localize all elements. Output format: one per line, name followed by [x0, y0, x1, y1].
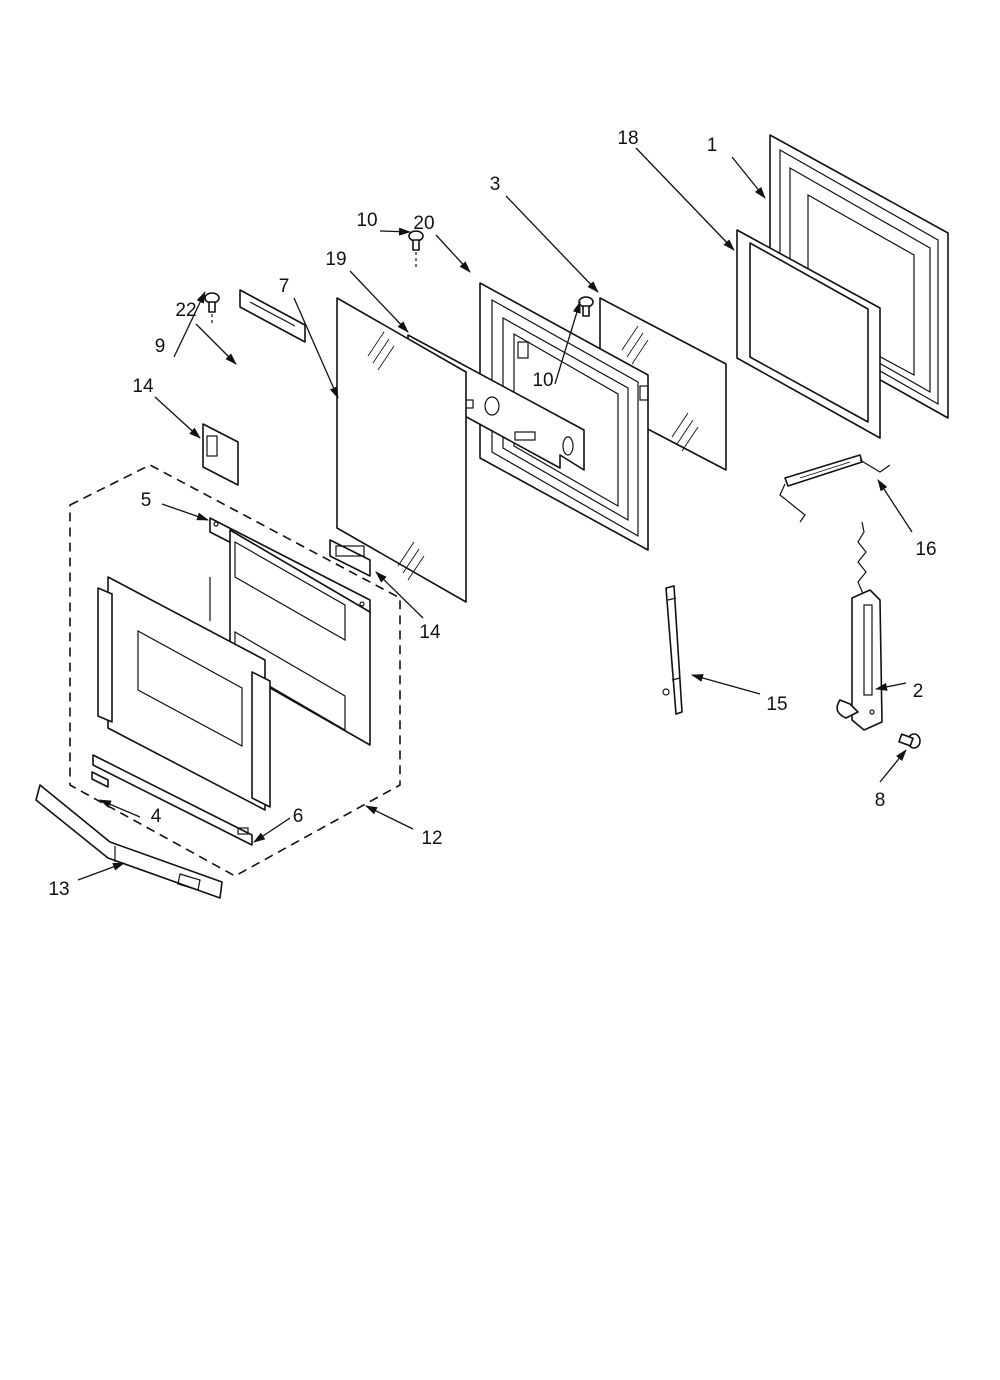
leader-1 — [731, 156, 766, 199]
callout-6: 6 — [293, 806, 304, 827]
callout-2: 2 — [913, 681, 924, 702]
leader-10b — [554, 301, 581, 385]
part-18-door-frame — [736, 229, 881, 439]
callout-10b: 10 — [532, 370, 553, 391]
leader-19 — [349, 270, 409, 333]
leader-13 — [77, 862, 125, 881]
leader-4 — [99, 799, 141, 818]
leader-20 — [435, 234, 471, 273]
leader-12 — [365, 805, 414, 830]
callout-8: 8 — [875, 790, 886, 811]
callout-10a: 10 — [356, 210, 377, 231]
part-4-spacer — [91, 771, 109, 788]
leader-6 — [253, 817, 291, 843]
leader-2 — [875, 682, 907, 691]
leader-15 — [691, 674, 761, 695]
part-14-hinge-block-left — [202, 423, 239, 486]
callout-3: 3 — [490, 174, 501, 195]
part-6-bottom-channel — [92, 754, 253, 846]
callout-19: 19 — [325, 249, 346, 270]
part-16-wire-bracket — [779, 454, 891, 523]
leader-8 — [879, 749, 907, 783]
callout-1: 1 — [707, 135, 718, 156]
part-15-rod — [662, 585, 683, 715]
callout-14b: 14 — [419, 622, 441, 643]
part-7-glass-panel — [336, 297, 467, 603]
callout-22: 22 — [175, 300, 196, 321]
leader-16 — [877, 479, 913, 533]
callout-15: 15 — [766, 694, 787, 715]
leader-3 — [505, 195, 599, 293]
leader-10a — [379, 227, 411, 236]
part-2-hinge — [836, 521, 883, 731]
leader-14b — [375, 571, 424, 619]
part-10-screw-middle — [578, 296, 594, 317]
part-9-screw — [204, 292, 220, 326]
callout-labels: 1 2 3 4 5 6 7 8 9 10 10 12 13 14 14 15 1… — [48, 128, 936, 900]
callout-18: 18 — [617, 128, 638, 149]
callout-14a: 14 — [132, 376, 154, 397]
part-12-door-assembly — [69, 464, 401, 877]
part-8-screw — [898, 733, 921, 749]
callout-7: 7 — [279, 276, 290, 297]
callout-20: 20 — [413, 213, 434, 234]
callout-4: 4 — [151, 806, 162, 827]
leader-9 — [173, 291, 206, 358]
callout-5: 5 — [141, 490, 152, 511]
part-14-hinge-block-right — [329, 539, 371, 577]
part-13-handle-trim — [35, 784, 223, 899]
callout-12: 12 — [421, 828, 442, 849]
leader-18 — [635, 147, 735, 251]
leader-14a — [154, 396, 201, 439]
callout-9: 9 — [155, 336, 166, 357]
leader-5 — [161, 503, 209, 521]
leader-7 — [293, 297, 339, 399]
callout-13: 13 — [48, 879, 69, 900]
leader-lines — [77, 147, 913, 881]
part-10-screw-top — [408, 230, 424, 270]
callout-16: 16 — [915, 539, 936, 560]
inner-door-panel — [209, 529, 371, 746]
leader-22 — [195, 323, 237, 365]
door-outer-panel — [97, 576, 271, 811]
part-22-bracket — [239, 289, 306, 343]
